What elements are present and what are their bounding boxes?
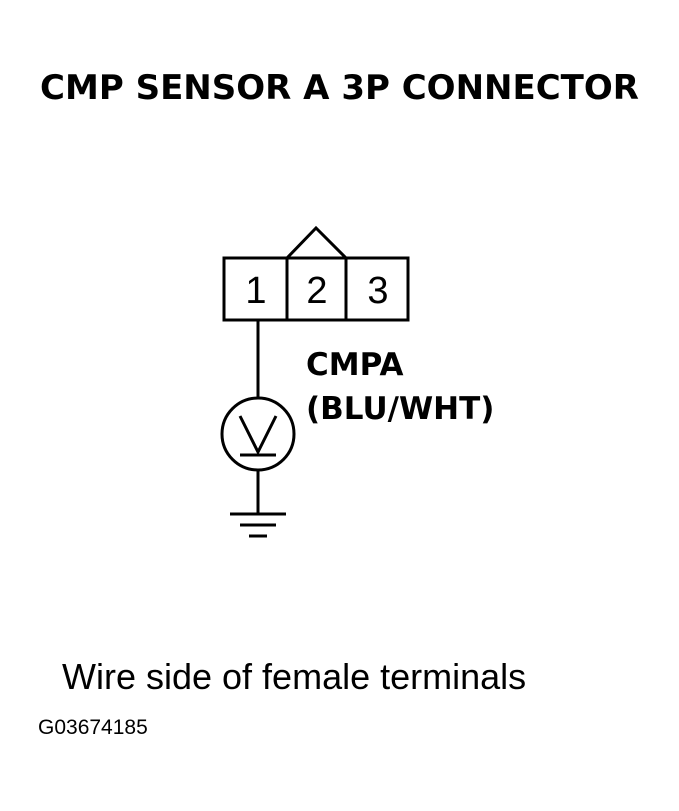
voltmeter-icon <box>220 396 296 472</box>
caption-text: Wire side of female terminals <box>62 656 527 697</box>
terminal-1-label: 1 <box>245 270 266 312</box>
ground-icon <box>230 512 286 538</box>
terminal-3-label: 3 <box>367 270 388 312</box>
wire-color-label: (BLU/WHT) <box>306 391 495 427</box>
diagram-title: CMP SENSOR A 3P CONNECTOR <box>40 68 639 108</box>
wire-name-label: CMPA <box>306 347 404 383</box>
figure-id: G03674185 <box>38 716 148 739</box>
connector-housing <box>222 225 410 322</box>
terminal-2-label: 2 <box>306 270 327 312</box>
